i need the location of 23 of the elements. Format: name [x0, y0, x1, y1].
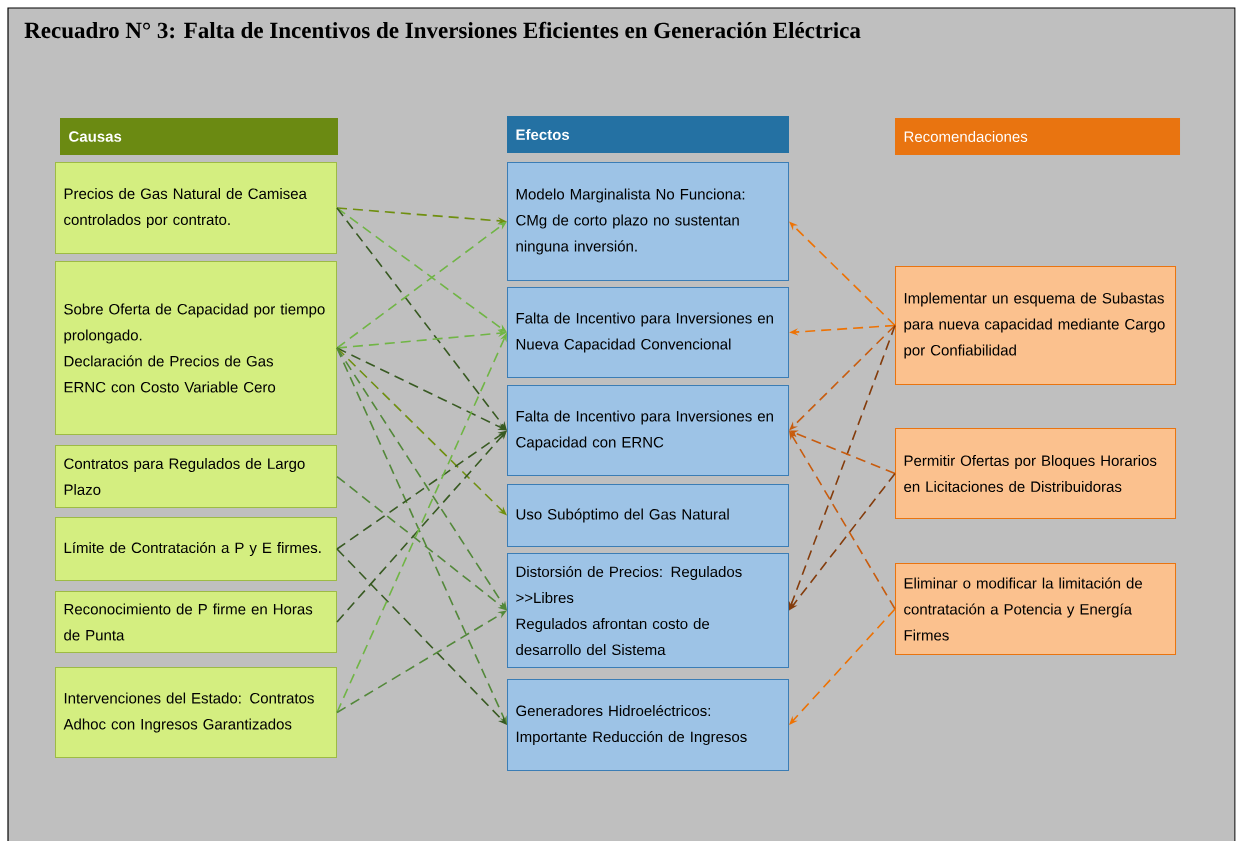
arrow [336, 548, 507, 725]
effect-box: Falta de Incentivo para Inversiones en Capacidad con ERNC [507, 385, 789, 476]
header-band: Causas [60, 118, 338, 155]
effect-box: Modelo Marginalista No Funciona: CMg de corto plazo no sustentan ninguna inversión. [507, 162, 789, 281]
arrow [336, 207, 507, 333]
arrow [789, 608, 896, 725]
recommendation-box: Eliminar o modificar la limitación de contratación a Potencia y Energía Firmes [895, 563, 1176, 655]
cause-box: Reconocimiento de P firme en Horas de Punta [55, 591, 337, 653]
cause-box: Sobre Oferta de Capacidad por tiempo prolongado. Declaración de Precios de Gas ERNC con Costo Variable Cero [55, 261, 337, 435]
effect-box: Uso Subóptimo del Gas Natural [507, 484, 789, 547]
header-band: Efectos [507, 116, 789, 153]
cause-box: Intervenciones del Estado: Contratos Adhoc con Ingresos Garantizados [55, 667, 337, 758]
effect-box: Falta de Incentivo para Inversiones en Nueva Capacidad Convencional [507, 287, 789, 378]
recommendation-box: Permitir Ofertas por Bloques Horarios en Licitaciones de Distribuidoras [895, 428, 1176, 519]
effect-box: Generadores Hidroeléctricos: Importante Reducción de Ingresos [507, 679, 789, 771]
effect-box: Distorsión de Precios: Regulados >>Libres Regulados afrontan costo de desarrollo del Sistema [507, 553, 789, 668]
header-band: Recomendaciones [895, 118, 1180, 155]
recommendation-box: Implementar un esquema de Subastas para nueva capacidad mediante Cargo por Confiabilidad [895, 266, 1176, 385]
cause-box: Precios de Gas Natural de Camisea controlados por contrato. [55, 162, 337, 254]
cause-box: Contratos para Regulados de Largo Plazo [55, 445, 337, 508]
title: Recuadro N° 3: Falta de Incentivos de Inversiones Eficientes en Generación Eléctrica [24, 21, 861, 39]
arrow [336, 430, 507, 550]
cause-box: Límite de Contratación a P y E firmes. [55, 517, 337, 581]
